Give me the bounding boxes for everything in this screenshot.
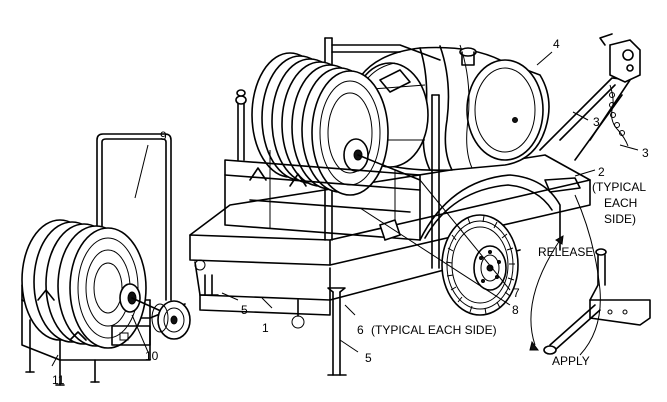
leader-lines [51,51,639,367]
callout-3b: 3 [642,146,649,160]
callout-9: 9 [160,129,167,143]
callout-2-note-line1: (TYPICAL [592,180,646,194]
callout-2: 2 [598,165,605,179]
apply-label: APPLY [552,354,590,368]
callout-2-note-line2: EACH [604,196,637,210]
callout-11: 11 [52,373,65,387]
callout-labels: 1 2 (TYPICAL EACH SIDE) 3 3 4 5 5 6 (TYP… [52,37,649,387]
callout-10: 10 [145,349,159,363]
trailer-frame [189,33,641,316]
callout-2-note-line3: SIDE) [604,212,636,226]
callout-7: 7 [513,286,520,300]
water-tank [347,44,550,172]
release-label: RELEASE [538,245,593,259]
callout-4: 4 [553,37,560,51]
callout-1: 1 [262,321,269,335]
handbrake-detail [529,177,651,356]
mounted-hose-reel [224,52,421,242]
callout-6: 6 [357,323,364,337]
callout-6-note: (TYPICAL EACH SIDE) [371,323,497,337]
trailer-wheel [441,214,519,316]
callout-8: 8 [512,303,519,317]
callout-5a: 5 [241,303,248,317]
callout-3a: 3 [593,115,600,129]
leveling-jacks [194,259,347,376]
callout-5b: 5 [365,351,372,365]
detached-reel-cart [21,133,191,386]
